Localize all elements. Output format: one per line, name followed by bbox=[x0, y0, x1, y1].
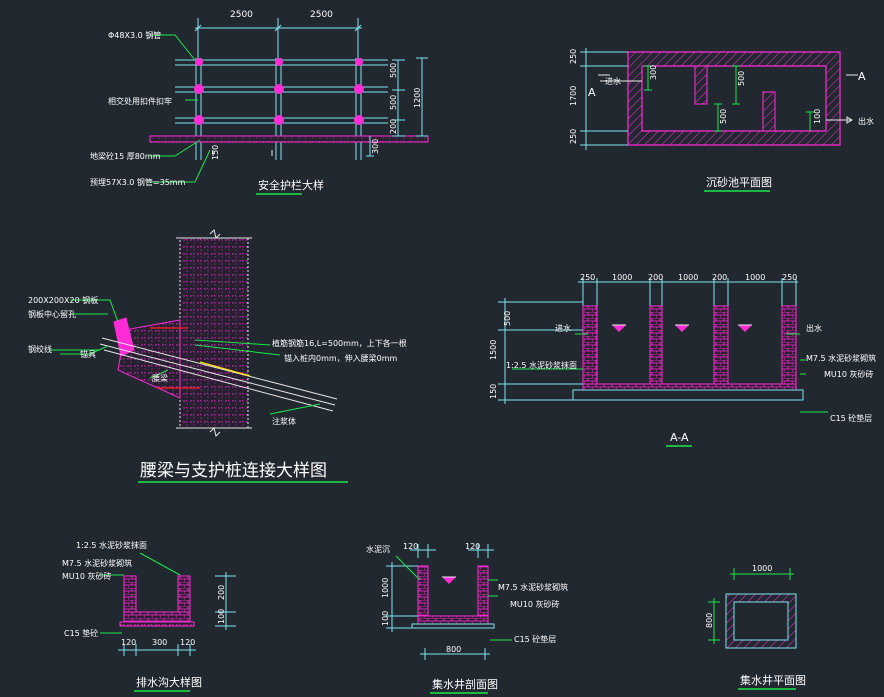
mark-a-left: A bbox=[588, 86, 596, 99]
dim-500-top: 500 bbox=[389, 63, 398, 78]
title-settling-plan: 沉砂池平面图 bbox=[706, 176, 772, 189]
dim-200-a: 200 bbox=[648, 273, 663, 282]
dim-300: 300 bbox=[152, 638, 167, 647]
label-anchor: 锚具 bbox=[80, 349, 96, 359]
label-fastener: 相交处用扣件扣牢 bbox=[108, 96, 172, 106]
dim-1000-b: 1000 bbox=[678, 273, 698, 282]
label-inlet: 进水 bbox=[555, 323, 571, 333]
dim-150: 150 bbox=[489, 384, 498, 399]
label-inlet: 进水 bbox=[605, 76, 621, 86]
label-plate-hole: 钢板中心留孔 bbox=[28, 309, 76, 319]
dim-1000: 1000 bbox=[752, 564, 772, 573]
title-section-aa: A-A bbox=[670, 431, 689, 444]
dim-500: 500 bbox=[503, 311, 512, 326]
dim-500-mid: 500 bbox=[389, 95, 398, 110]
label-plaster: 1:2.5 水泥砂浆抹面 bbox=[506, 360, 577, 370]
dim-800: 800 bbox=[705, 613, 714, 628]
label-outlet: 出水 bbox=[806, 323, 822, 333]
title-drain: 排水沟大样图 bbox=[136, 675, 202, 689]
label-brick: MU10 灰砂砖 bbox=[824, 369, 873, 379]
dim-500b: 500 bbox=[719, 109, 728, 124]
dim-1000-c: 1000 bbox=[745, 273, 765, 282]
dim-120-b: 120 bbox=[465, 542, 480, 551]
fastener-nodes bbox=[194, 58, 364, 125]
dim-100: 100 bbox=[381, 611, 390, 626]
dim-300: 300 bbox=[371, 139, 380, 154]
dim-120-b: 120 bbox=[180, 638, 195, 647]
beam-pile-detail: 200X200X20 钢板 钢板中心留孔 钢绞线 锚具 腰梁 植筋钢筋16,L=… bbox=[28, 229, 407, 483]
dim-200: 200 bbox=[389, 119, 398, 134]
dim-250-a: 250 bbox=[580, 273, 595, 282]
label-plaster: 1:2.5 水泥砂浆抹面 bbox=[76, 540, 147, 550]
label-post: 预埋57X3.0 钢管=35mm bbox=[90, 177, 186, 187]
dim-1500: 1500 bbox=[489, 340, 498, 360]
label-embed: 锚入桩内0mm，伸入腰梁0mm bbox=[284, 353, 398, 363]
sump-section: 1000 100 120 120 800 水泥沉 M7.5 水泥砂浆砌筑 MU1… bbox=[366, 542, 568, 694]
dim-120-a: 120 bbox=[403, 542, 418, 551]
dim-1000-a: 1000 bbox=[612, 273, 632, 282]
settling-tank-plan: 250 1700 250 A A 进水 出水 300 500 500 100 沉… bbox=[569, 48, 874, 192]
label-outlet: 出水 bbox=[858, 116, 874, 126]
dim-300: 300 bbox=[649, 65, 658, 80]
dim-200: 200 bbox=[217, 585, 226, 600]
dim-150: 150 bbox=[211, 145, 220, 160]
label-mortar: M7.5 水泥砂浆砌筑 bbox=[806, 353, 876, 363]
dim-800: 800 bbox=[446, 645, 461, 654]
label-brick: MU10 灰砂砖 bbox=[510, 599, 559, 609]
dim-120-a: 120 bbox=[121, 638, 136, 647]
label-ground: 地梁砼15 厚80mm bbox=[90, 151, 161, 161]
dim-250-bottom: 250 bbox=[569, 129, 578, 144]
label-concrete: C15 垫砼 bbox=[64, 628, 98, 638]
label-mortar: M7.5 水泥砂浆砌筑 bbox=[498, 582, 568, 592]
label-waist-beam: 腰梁 bbox=[152, 374, 168, 383]
label-cushion: C15 砼垫层 bbox=[514, 634, 556, 644]
label-grout: 注浆体 bbox=[272, 416, 296, 426]
label-water: 水泥沉 bbox=[366, 544, 390, 554]
dim-100: 100 bbox=[813, 109, 822, 124]
label-brick: MU10 灰砂砖 bbox=[62, 571, 111, 581]
label-pipe: Φ48X3.0 钢管 bbox=[108, 30, 161, 40]
drain-detail: 200 100 120 300 120 1:2.5 水泥砂浆抹面 M7.5 水泥… bbox=[62, 540, 236, 692]
dim-1000: 1000 bbox=[381, 578, 390, 598]
top-dims: 250 1000 200 1000 200 1000 250 bbox=[580, 273, 797, 282]
ground-beam bbox=[149, 135, 429, 143]
dim-100: 100 bbox=[217, 609, 226, 624]
section-a-a: 250 1000 200 1000 200 1000 250 500 1500 … bbox=[489, 273, 876, 447]
title-sump-plan: 集水井平面图 bbox=[740, 673, 806, 687]
support-pile bbox=[179, 237, 249, 429]
title-beam-detail: 腰梁与支护桩连接大样图 bbox=[140, 461, 327, 481]
label-plate: 200X200X20 钢板 bbox=[28, 295, 98, 305]
dim-1700: 1700 bbox=[569, 86, 578, 106]
label-cushion: C15 砼垫层 bbox=[830, 413, 872, 423]
dim-2500-left: 2500 bbox=[230, 10, 253, 20]
title-sump-section: 集水井剖面图 bbox=[432, 677, 498, 691]
mark-a-right: A bbox=[858, 70, 866, 83]
dim-1200: 1200 bbox=[413, 88, 422, 108]
dim-250-b: 250 bbox=[782, 273, 797, 282]
label-mortar: M7.5 水泥砂浆砌筑 bbox=[62, 558, 132, 568]
title-guardrail: 安全护栏大样 bbox=[258, 178, 324, 192]
label-bars: 植筋钢筋16,L=500mm，上下各一根 bbox=[272, 338, 407, 348]
dim-200-b: 200 bbox=[712, 273, 727, 282]
sump-plan: 1000 800 集水井平面图 bbox=[705, 564, 806, 690]
dim-500a: 500 bbox=[737, 71, 746, 86]
guardrail-detail: 2500 2500 500 500 200 1200 300 150 Φ48X3… bbox=[90, 10, 429, 195]
label-strand: 钢绞线 bbox=[28, 344, 52, 354]
dim-250-top: 250 bbox=[569, 49, 578, 64]
dim-2500-right: 2500 bbox=[310, 10, 333, 20]
